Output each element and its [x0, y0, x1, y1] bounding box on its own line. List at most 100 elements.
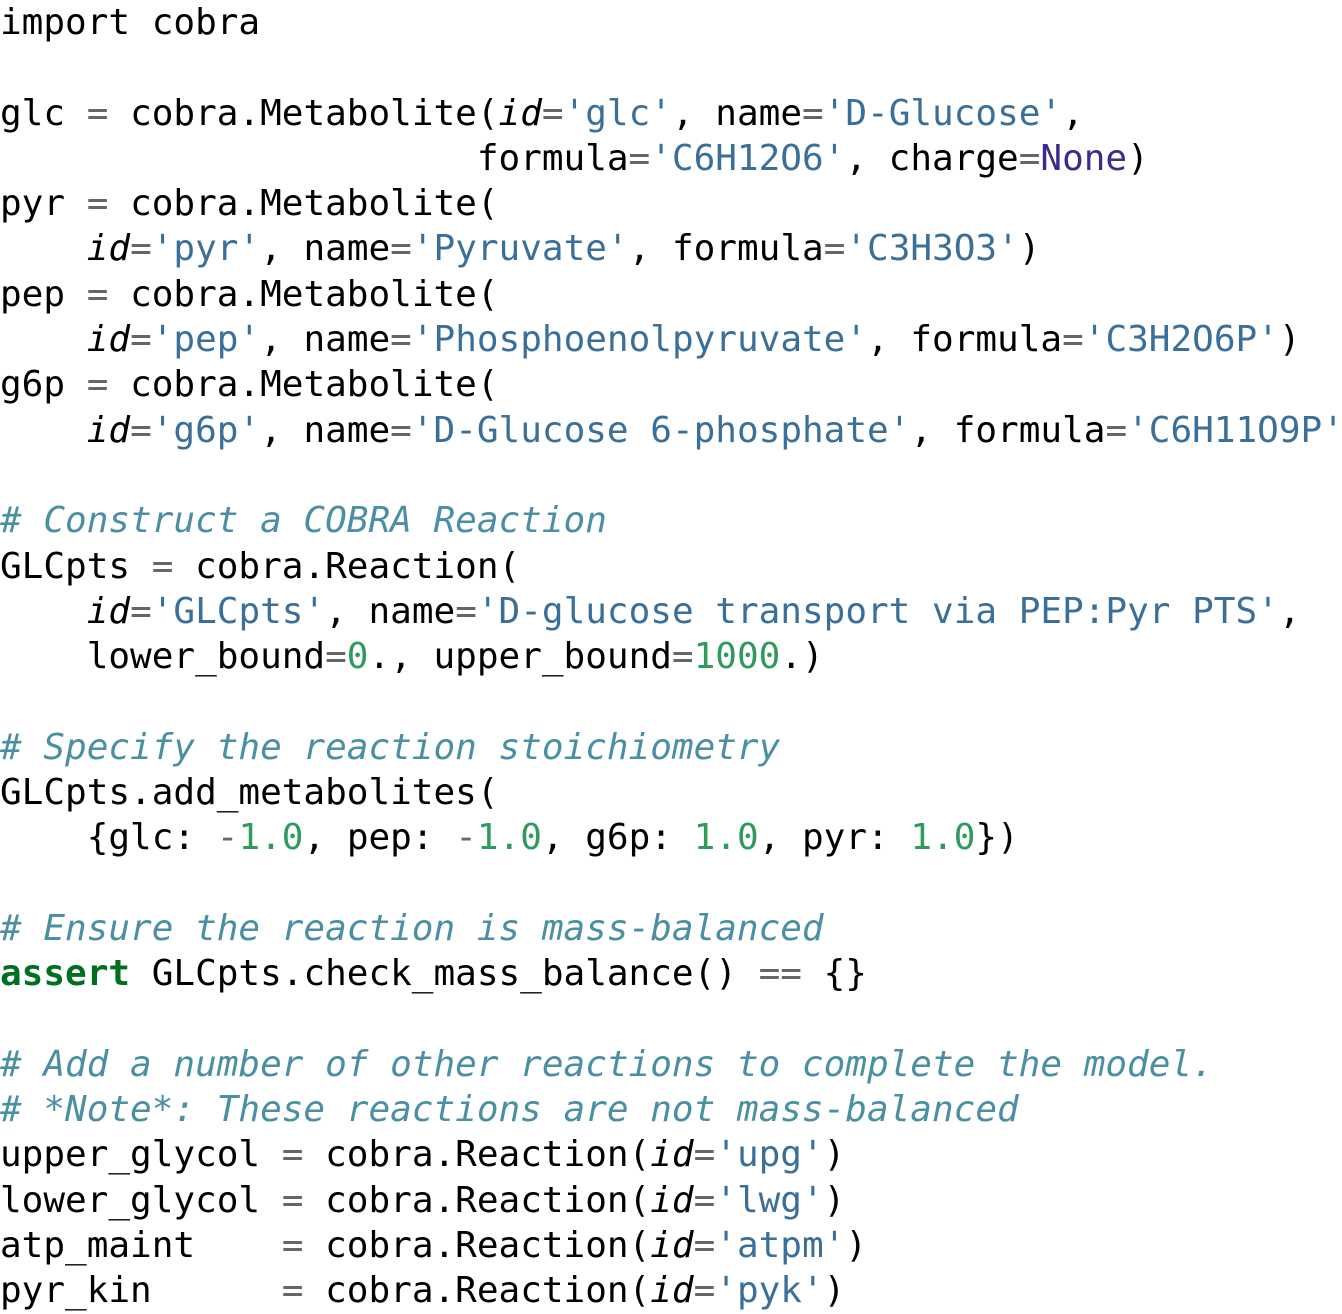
code-text [0, 591, 87, 632]
code-comment: # Ensure the reaction is mass-balanced [0, 907, 824, 949]
operator: = [693, 1179, 716, 1221]
code-text: GLCpts.add_metabolites( [0, 772, 499, 814]
code-comment: # Specify the reaction stoichiometry [0, 726, 781, 768]
code-text: , [1062, 92, 1084, 134]
keyword-argument: id [86, 319, 131, 361]
code-line: id='GLCpts', name='D-glucose transport v… [0, 589, 1342, 634]
code-line: lower_bound=0., upper_bound=1000.) [0, 634, 1342, 679]
code-text [0, 228, 87, 269]
operator: = [86, 364, 109, 406]
operator: = [823, 228, 846, 270]
code-text: ) [1018, 228, 1041, 270]
operator: = [693, 1270, 716, 1312]
code-text: cobra.Metabolite( [108, 92, 499, 134]
keyword-argument: id [498, 92, 542, 134]
code-comment: # Construct a COBRA Reaction [0, 500, 607, 542]
operator: = [541, 92, 564, 134]
operator: = [151, 545, 174, 587]
code-line: lower_glycol = cobra.Reaction(id='lwg') [0, 1178, 1342, 1223]
keyword-argument: id [86, 228, 131, 270]
string-literal: 'D-glucose transport via PEP:Pyr PTS' [476, 590, 1279, 632]
operator: = [802, 92, 824, 134]
code-text: ) [823, 1179, 846, 1221]
operator: = [86, 92, 109, 134]
code-text: GLCpts.check_mass_balance() [130, 953, 759, 995]
code-line: id='pep', name='Phosphoenolpyruvate', fo… [0, 317, 1342, 362]
code-line: {glc: -1.0, pep: -1.0, g6p: 1.0, pyr: 1.… [0, 815, 1342, 860]
code-text: , g6p: [541, 817, 694, 859]
code-text: , formula [867, 319, 1063, 361]
operator: = [281, 1270, 304, 1312]
code-text: glc [0, 92, 87, 134]
operator: = [281, 1134, 304, 1176]
operator: = [693, 1225, 716, 1267]
code-comment: # *Note*: These reactions are not mass-b… [0, 1089, 1019, 1131]
code-text: pyr [0, 183, 87, 225]
operator: = [281, 1225, 304, 1267]
string-literal: 'pyk' [715, 1270, 824, 1312]
string-literal: 'C6H11O9P' [1127, 409, 1342, 451]
keyword-argument: id [650, 1179, 694, 1221]
code-line: pep = cobra.Metabolite( [0, 272, 1342, 317]
number-literal: 1.0 [476, 817, 542, 859]
code-line: # *Note*: These reactions are not mass-b… [0, 1087, 1342, 1132]
number-literal: 1.0 [238, 817, 304, 859]
code-text: lower_glycol [0, 1179, 282, 1221]
operator: = [671, 636, 694, 678]
code-text: GLCpts [0, 545, 152, 587]
keyword-argument: id [650, 1134, 694, 1176]
code-text: ) [1278, 319, 1301, 361]
code-line: id='pyr', name='Pyruvate', formula='C3H3… [0, 226, 1342, 271]
constant: None [1040, 137, 1128, 179]
operator: = [390, 319, 412, 361]
code-text: g6p [0, 364, 87, 406]
code-text: , charge [845, 137, 1019, 179]
code-line: # Add a number of other reactions to com… [0, 1042, 1342, 1087]
code-text: , formula [910, 409, 1106, 451]
operator: = [86, 273, 109, 315]
code-line: glc = cobra.Metabolite(id='glc', name='D… [0, 91, 1342, 136]
operator: = [628, 137, 651, 179]
string-literal: 'atpm' [715, 1225, 846, 1267]
operator: = [390, 228, 412, 270]
code-text: lower_bound [0, 636, 326, 678]
string-literal: 'g6p' [151, 409, 261, 451]
code-text: cobra.Reaction( [173, 545, 521, 587]
operator: = [130, 228, 152, 270]
number-literal: 0 [346, 636, 369, 678]
code-comment: # Add a number of other reactions to com… [0, 1043, 1214, 1085]
code-text: , name [260, 228, 391, 270]
operator: - [216, 817, 239, 859]
operator: = [130, 409, 152, 451]
code-line: # Ensure the reaction is mass-balanced [0, 906, 1342, 951]
code-text: cobra.Reaction( [303, 1134, 651, 1176]
code-text: cobra.Reaction( [303, 1179, 651, 1221]
code-line: # Specify the reaction stoichiometry [0, 725, 1342, 770]
number-literal: 1000 [693, 636, 781, 678]
operator: - [455, 817, 477, 859]
code-text: pyr_kin [0, 1270, 282, 1312]
operator: = [130, 590, 152, 632]
keyword-argument: id [86, 590, 131, 632]
operator: = [390, 409, 412, 451]
number-literal: 1.0 [910, 817, 976, 859]
code-text: , formula [628, 228, 824, 270]
code-text: cobra.Metabolite( [108, 273, 499, 315]
string-literal: 'glc' [563, 92, 672, 134]
number-literal: 1.0 [693, 817, 759, 859]
string-literal: 'Phosphoenolpyruvate' [411, 319, 868, 361]
code-text: , pyr: [758, 817, 911, 859]
code-line: id='g6p', name='D-Glucose 6-phosphate', … [0, 408, 1342, 453]
code-line [0, 45, 1342, 90]
code-text: , name [671, 92, 802, 134]
string-literal: 'C3H3O3' [845, 228, 1019, 270]
operator: = [1105, 409, 1128, 451]
operator: = [130, 319, 152, 361]
code-text: pep [0, 273, 87, 315]
code-line: GLCpts = cobra.Reaction( [0, 544, 1342, 589]
code-line [0, 861, 1342, 906]
string-literal: 'Pyruvate' [411, 228, 629, 270]
code-text [0, 410, 87, 451]
code-text: .) [780, 636, 824, 678]
code-text: formula [0, 137, 629, 179]
